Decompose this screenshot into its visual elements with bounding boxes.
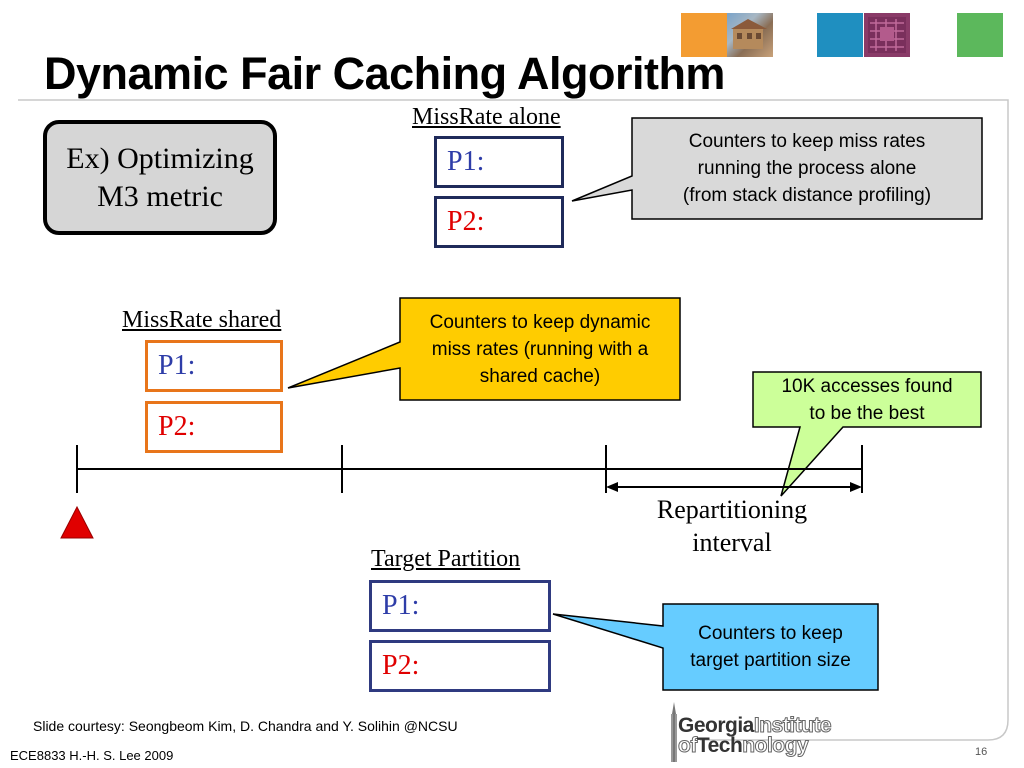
callout-accesses-line-2: to be the best <box>809 402 925 424</box>
interval-line-2: interval <box>692 528 772 557</box>
logo-of: of <box>678 734 698 757</box>
callout-alone-line-2: running the process alone <box>697 158 917 179</box>
missrate-shared-p2-label: P2: <box>158 411 196 442</box>
target-partition-label: Target Partition <box>371 546 521 572</box>
tower-icon <box>671 702 677 762</box>
callout-alone-shape <box>571 117 983 220</box>
missrate-shared-p1-label: P1: <box>158 350 196 381</box>
example-line-1: Ex) Optimizing <box>66 141 254 175</box>
chip-icon <box>868 17 906 53</box>
callout-alone-text: Counters to keep miss rates running the … <box>632 118 982 219</box>
interval-arrow <box>606 482 862 492</box>
callout-accesses-shape <box>752 371 982 497</box>
callout-shared-line-3: shared cache) <box>479 365 601 387</box>
callout-shared-line-1: Counters to keep dynamic <box>429 311 651 333</box>
callout-accesses-text: 10K accesses found to be the best <box>753 372 981 427</box>
missrate-alone-p2-label: P2: <box>447 206 485 237</box>
callout-shared-line-2: miss rates (running with a <box>431 338 649 360</box>
callout-target-shape <box>552 603 879 691</box>
missrate-alone-p1-register: P1: <box>434 136 564 188</box>
logo-georgia: Georgia <box>678 714 754 737</box>
page-number: 16 <box>975 746 988 758</box>
missrate-shared-p1-register: P1: <box>145 340 283 392</box>
green-accent-square <box>957 13 1003 57</box>
callout-alone-line-1: Counters to keep miss rates <box>688 131 926 152</box>
target-p1-label: P1: <box>382 590 420 621</box>
slide-courtesy: Slide courtesy: Seongbeom Kim, D. Chandr… <box>33 718 458 734</box>
interval-line-1: Repartitioning <box>656 495 808 524</box>
course-footer: ECE8833 H.-H. S. Lee 2009 <box>10 748 174 763</box>
blue-accent-square <box>817 13 863 57</box>
missrate-shared-p2-register: P2: <box>145 401 283 453</box>
callout-alone-line-3: (from stack distance profiling) <box>682 185 932 206</box>
callout-target-line-1: Counters to keep <box>698 623 843 644</box>
target-p2-register: P2: <box>369 640 551 692</box>
missrate-alone-p2-register: P2: <box>434 196 564 248</box>
callout-shared-text: Counters to keep dynamic miss rates (run… <box>400 298 680 400</box>
callout-shared-shape <box>287 297 681 401</box>
current-position-marker <box>60 505 94 539</box>
missrate-alone-label: MissRate alone <box>412 104 561 130</box>
slide-title: Dynamic Fair Caching Algorithm <box>44 48 725 99</box>
orange-accent-square <box>681 13 727 57</box>
georgia-tech-logo: GeorgiaInstitute ofTechnology <box>662 700 882 764</box>
callout-target-line-2: target partition size <box>690 650 851 671</box>
repartitioning-interval-label: Repartitioning interval <box>632 493 832 559</box>
target-p2-label: P2: <box>382 650 420 681</box>
missrate-alone-p1-label: P1: <box>447 146 485 177</box>
timeline <box>76 445 863 493</box>
target-p1-register: P1: <box>369 580 551 632</box>
logo-institute: Institute <box>753 714 832 737</box>
missrate-shared-label: MissRate shared <box>122 307 282 333</box>
campus-photo <box>727 13 773 57</box>
callout-accesses-line-1: 10K accesses found <box>781 375 953 397</box>
circuit-photo <box>864 13 910 57</box>
example-box: Ex) Optimizing M3 metric <box>43 120 277 235</box>
building-icon <box>731 19 767 49</box>
callout-target-text: Counters to keep target partition size <box>663 604 878 690</box>
logo-nology: nology <box>742 734 809 757</box>
example-line-2: M3 metric <box>97 179 223 213</box>
logo-tech: Tech <box>696 734 743 757</box>
